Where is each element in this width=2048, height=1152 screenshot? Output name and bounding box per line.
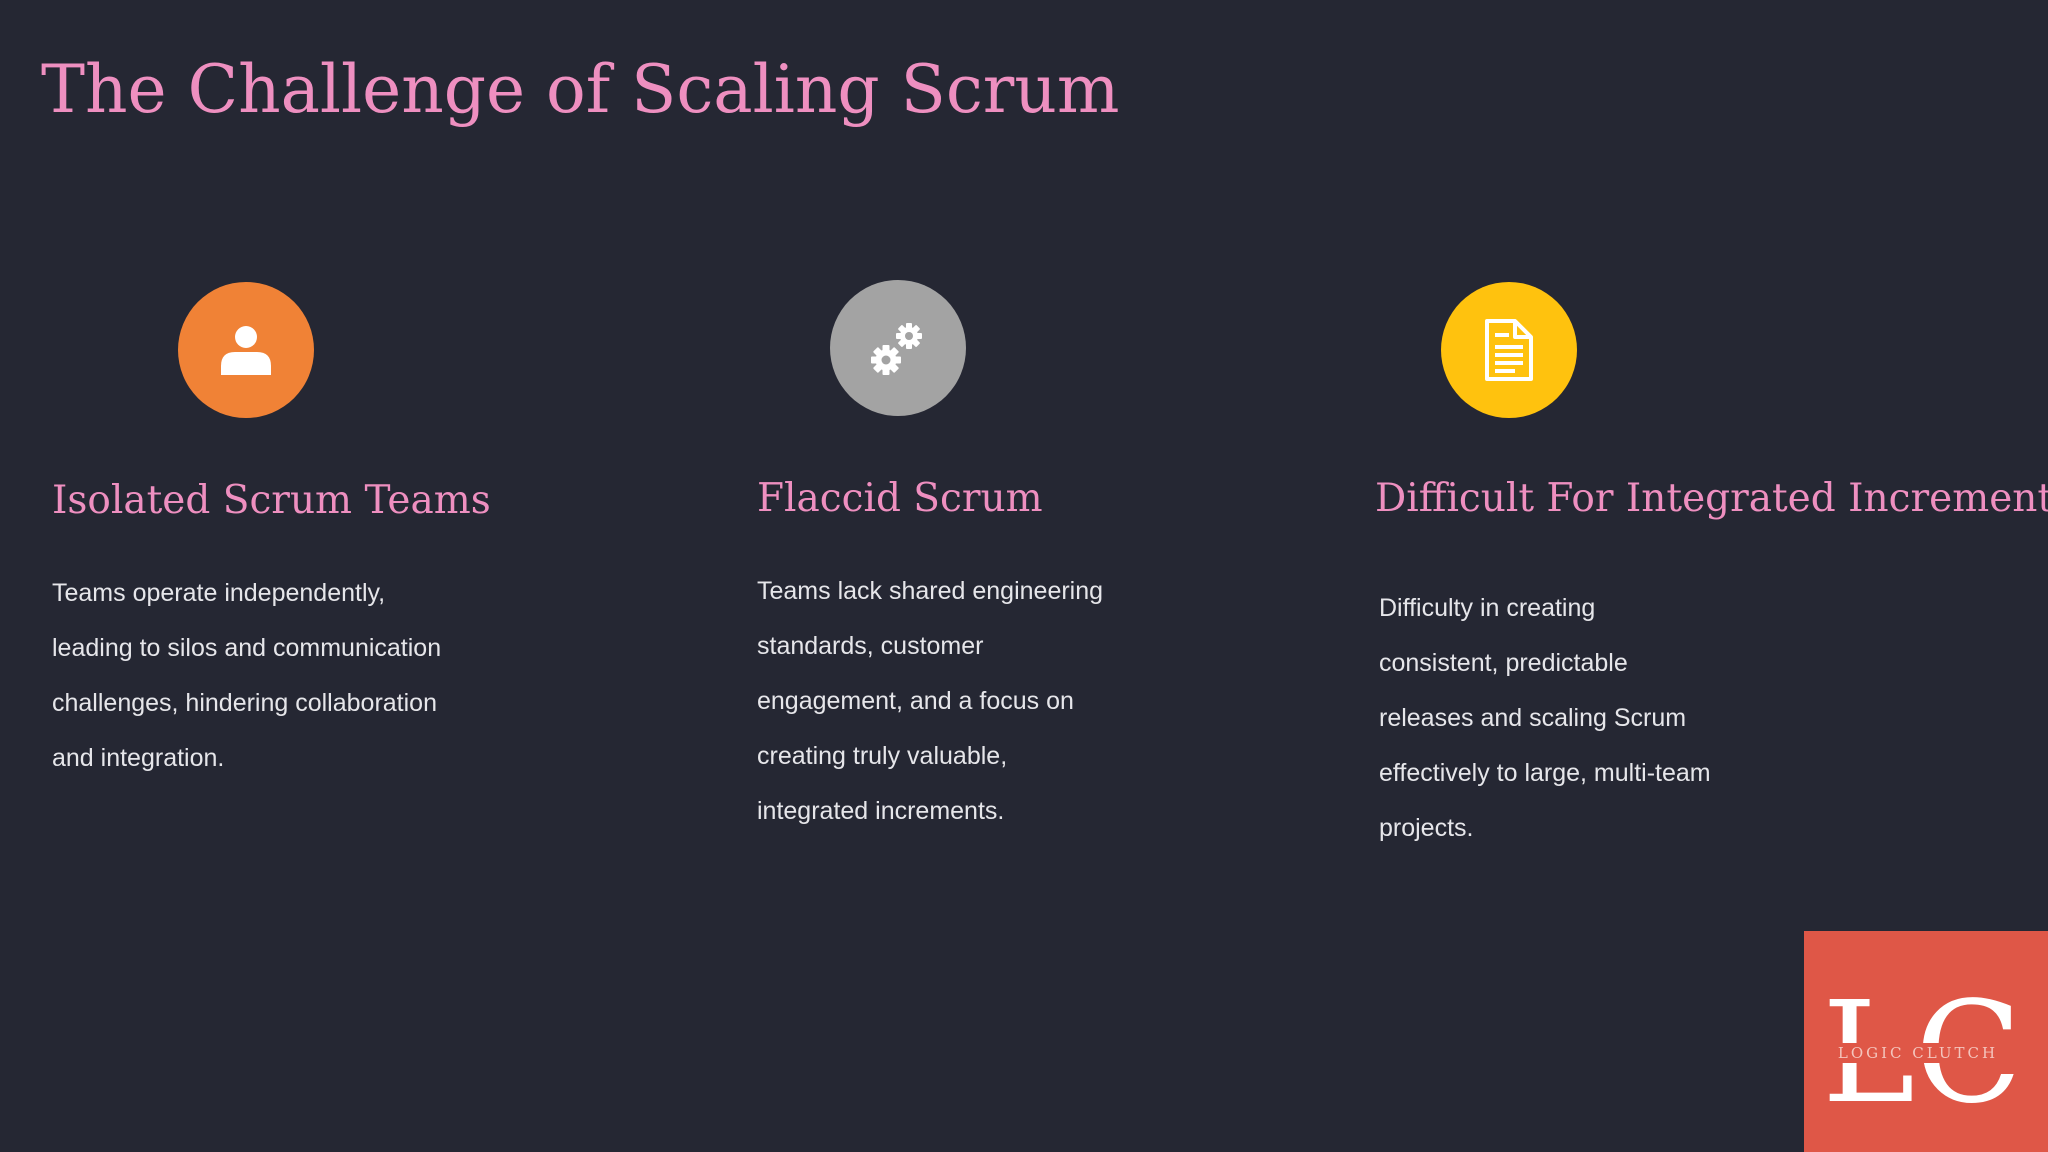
body-line: Teams lack shared engineering xyxy=(757,577,1104,605)
body-line: challenges, hindering collaboration xyxy=(52,689,437,717)
slide-title: The Challenge of Scaling Scrum xyxy=(41,51,1120,128)
body-line: leading to silos and communication xyxy=(52,634,442,662)
body-line: releases and scaling Scrum xyxy=(1379,704,1687,732)
column-heading: Difficult For Integrated Increment xyxy=(1375,476,2048,521)
logo-clutch-logo: LC LOGIC CLUTCH xyxy=(1804,931,2048,1152)
user-icon xyxy=(178,282,314,418)
body-line: creating truly valuable, xyxy=(757,742,1008,770)
body-line: Difficulty in creating xyxy=(1379,594,1596,622)
body-line: engagement, and a focus on xyxy=(757,687,1074,715)
body-line: effectively to large, multi-team xyxy=(1379,759,1711,787)
document-icon xyxy=(1441,282,1577,418)
logo-text: LOGIC CLUTCH xyxy=(1838,1044,1998,1062)
column-body: Teams lack shared engineering standards,… xyxy=(757,564,1103,839)
body-line: projects. xyxy=(1379,814,1474,842)
gears-icon xyxy=(830,280,966,416)
column-body: Teams operate independently, leading to … xyxy=(52,566,441,786)
column-body: Difficulty in creating consistent, predi… xyxy=(1379,581,1711,856)
body-line: standards, customer xyxy=(757,632,984,660)
body-line: integrated increments. xyxy=(757,797,1005,825)
body-line: Teams operate independently, xyxy=(52,579,386,607)
body-line: consistent, predictable xyxy=(1379,649,1628,677)
column-heading: Isolated Scrum Teams xyxy=(52,478,491,523)
column-heading: Flaccid Scrum xyxy=(757,476,1043,521)
body-line: and integration. xyxy=(52,744,225,772)
